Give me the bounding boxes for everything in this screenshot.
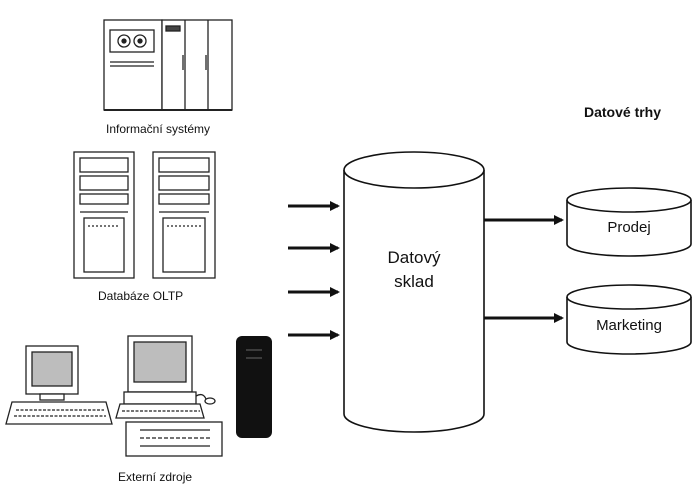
- input-arrows: [288, 201, 340, 340]
- output-arrows: [484, 215, 564, 323]
- label-information-systems: Informační systémy: [106, 122, 211, 136]
- data-mart-sales: [566, 187, 692, 257]
- label-data-marts-title: Datové trhy: [584, 104, 662, 120]
- label-mart-sales: Prodej: [607, 219, 651, 236]
- label-data-warehouse-line1: Datový: [387, 248, 441, 267]
- label-data-warehouse-line2: sklad: [394, 272, 434, 291]
- data-mart-marketing: [566, 284, 692, 355]
- tower-case-icon: [236, 336, 272, 438]
- label-mart-marketing: Marketing: [596, 317, 662, 334]
- desktop-computer-icon: [5, 345, 113, 425]
- desktop-computer-icon: [115, 335, 223, 457]
- label-external-sources: Externí zdroje: [118, 470, 193, 484]
- data-warehouse-cylinder: [343, 151, 485, 433]
- mainframe-icon: [103, 19, 233, 111]
- tower-server-icon: [152, 151, 216, 279]
- tower-server-icon: [73, 151, 135, 279]
- label-data-warehouse: Datový sklad: [364, 246, 464, 294]
- label-oltp-databases: Databáze OLTP: [98, 289, 184, 303]
